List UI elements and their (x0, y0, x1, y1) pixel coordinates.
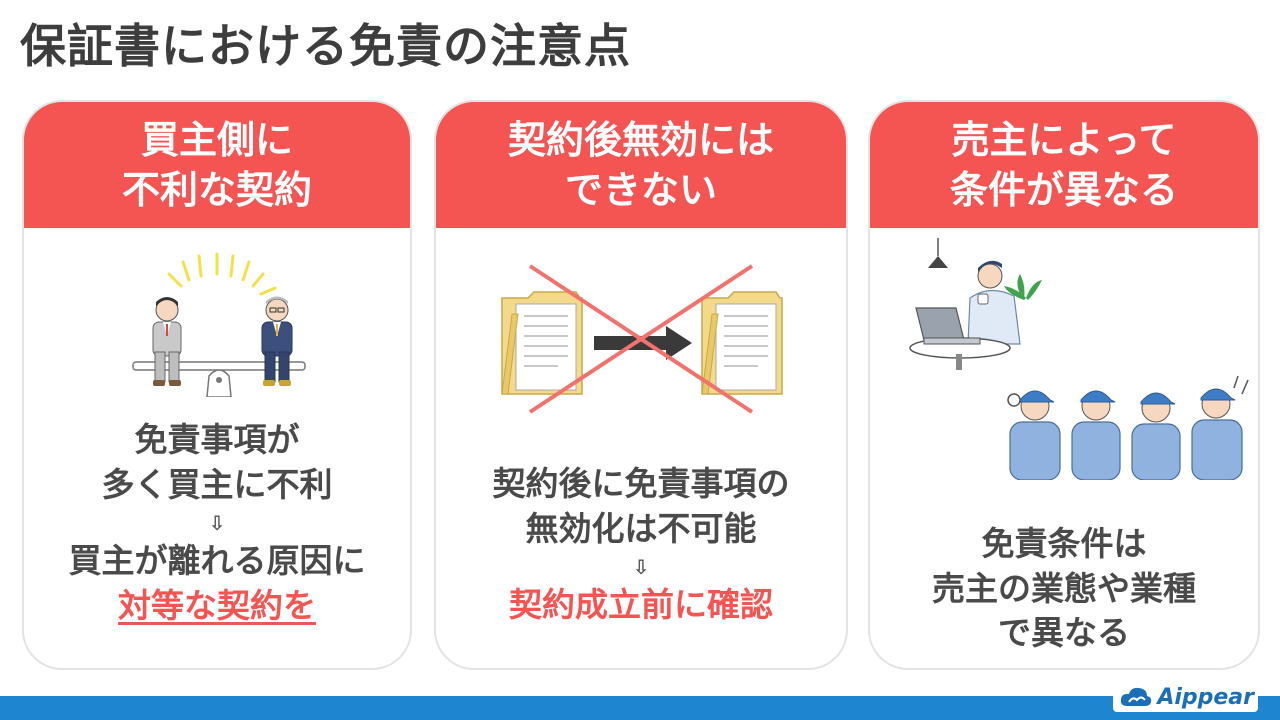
body-line: 無効化は不可能 (525, 508, 757, 548)
body-line: 売主の業態や業種 (932, 568, 1196, 608)
footer-bar (0, 696, 1280, 720)
card-body: 免責事項が 多く買主に不利 ⇩ 買主が離れる原因に 対等な契約を (24, 418, 410, 628)
card-header-line: 条件が異なる (949, 168, 1178, 212)
card-header-line: 売主によって (951, 117, 1177, 162)
down-arrow-icon: ⇩ (632, 555, 650, 580)
page-title: 保証書における免責の注意点 (20, 19, 631, 73)
highlight-text: 契約成立前に確認 (509, 585, 773, 625)
body-line: 多く買主に不利 (101, 464, 333, 504)
card-cannot-invalidate: 契約後無効には できない 契約後に免責事項の 無効化は不可能 ⇩ 契 (434, 100, 848, 670)
body-line: 免責条件は (981, 524, 1147, 563)
workers-team-illustration (1007, 375, 1249, 480)
highlight-text: 対等な契約を (118, 585, 316, 625)
down-arrow-icon: ⇩ (208, 511, 226, 536)
card-header: 契約後無効には できない (436, 102, 846, 228)
card-body: 免責条件は 売主の業態や業種 で異なる (870, 522, 1258, 656)
seesaw-businessmen-illustration (132, 252, 306, 397)
card-header-line: できない (564, 168, 717, 212)
cloud-logo-icon (1121, 687, 1152, 706)
body-line: 免責事項が (134, 420, 300, 459)
body-line: 買主が離れる原因に (68, 541, 366, 581)
body-line: 契約後に免責事項の (492, 464, 790, 503)
worker-group (1007, 375, 1249, 480)
card-header: 買主側に 不利な契約 (24, 102, 410, 228)
crossed-document-transfer-illustration (501, 264, 783, 414)
brand-logo: Aippear (1113, 682, 1258, 712)
card-header-line: 買主側に (140, 117, 293, 162)
brand-name: Aippear (1157, 684, 1254, 710)
body-line: で異なる (998, 613, 1130, 653)
card-body: 契約後に免責事項の 無効化は不可能 ⇩ 契約成立前に確認 (436, 462, 846, 628)
card-header-line: 不利な契約 (121, 168, 312, 212)
card-header-line: 契約後無効には (507, 117, 774, 162)
card-buyer-disadvantage: 買主側に 不利な契約 (22, 100, 412, 670)
office-worker-laptop-illustration (909, 238, 1042, 370)
card-header: 売主によって 条件が異なる (870, 102, 1258, 228)
card-seller-conditions: 売主によって 条件が異なる (868, 100, 1260, 670)
